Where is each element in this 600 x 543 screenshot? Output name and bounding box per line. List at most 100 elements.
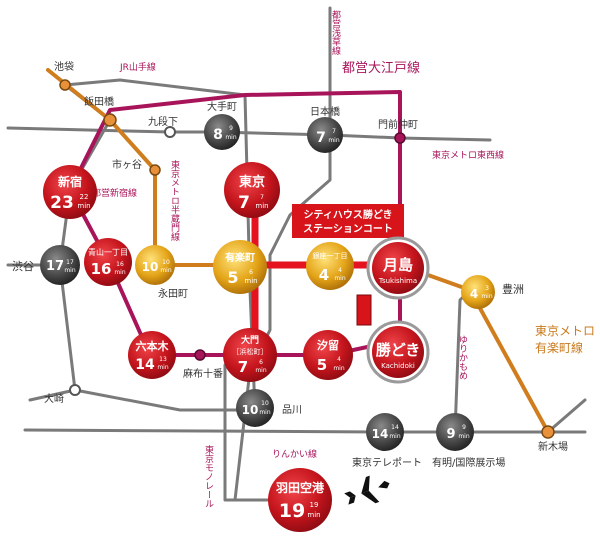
kachidoki-en: Kachidoki [381,362,415,370]
otemachi-unit: min [225,134,237,141]
callout-line2: ステーションコート [303,223,393,235]
daimon-sub: ［浜松町］ [233,347,268,356]
station-shiodome: 汐留 5 4 min [303,330,353,380]
shinjuku-line-label: 都営新宿線 [92,187,137,199]
rinkai-line [23,428,587,434]
shinjuku-min: 23 [50,193,74,213]
station-daimon: 大門 ［浜松町］ 7 6 min [223,328,277,382]
nihonbashi-label: 日本橋 [310,105,340,118]
otemachi-min: 8 [213,127,223,143]
yurakucho-unit: min [244,277,257,285]
shibuya-min: 17 [46,259,64,274]
station-ariake: 9 9 min [436,413,474,451]
yurakucho-name: 有楽町 [225,251,255,264]
kudanshita-label: 九段下 [148,115,178,128]
tozai-line [6,126,492,142]
yurikamome-label: ゆりかもめ [457,335,468,380]
kudanshita-dot [164,126,176,138]
shinagawa-label: 品川 [282,404,302,416]
tokyo-unit: min [255,202,268,210]
daimon-rank: 6 [259,359,263,366]
station-haneda: 羽田空港 19 19 min [268,468,332,532]
ginza1-rank: 4 [338,267,342,274]
otemachi-rank: 9 [229,125,233,132]
osaki-label: 大崎 [44,392,64,405]
tsukishima-name: 月島 [382,256,413,274]
station-yurakucho: 有楽町 5 6 min [213,240,267,294]
monzen-dot [394,132,406,144]
callout-box: シティハウス勝どき ステーションコート [292,204,404,326]
roppongi-rank: 13 [159,356,167,363]
nagatacho-unit: min [160,267,172,274]
station-shinagawa: 10 10 min [236,389,274,427]
monorail-label: 東京モノレール [203,444,214,508]
station-aoyama: 青山一丁目 16 16 min [84,238,132,286]
teleport-min: 14 [372,427,389,441]
station-kachidoki: 勝どき Kachidoki [366,320,430,384]
ginza1-name: 銀座一丁目 [313,251,348,260]
yurakucho-rank: 6 [249,269,253,276]
shiodome-rank: 4 [337,356,341,363]
aoyama-name: 青山一丁目 [88,247,128,257]
toyosu-min: 4 [470,287,478,301]
shinkiba-dot [541,425,555,439]
shinjuku-name: 新宿 [58,174,82,189]
teleport-unit: min [389,433,401,440]
shibuya-unit: min [64,267,76,274]
ariake-rank: 9 [462,424,466,431]
yurakucho-label-2: 有楽町線 [535,340,583,355]
shinagawa-spur [28,388,77,402]
nagatacho-label: 永田町 [158,287,188,300]
ikebukuro-dot [59,79,71,91]
teleport-rank: 14 [391,424,399,431]
shibuya-rank: 17 [66,259,74,266]
station-toyosu: 4 3 min [461,275,495,309]
asakusa-label: 都営浅草線 [330,10,341,55]
shinkiba-spur [546,398,587,434]
airplane-icon [344,475,390,505]
haneda-rank: 19 [310,501,319,509]
shinagawa-rank: 10 [261,400,269,407]
tozai-label: 東京メトロ東西線 [432,149,504,161]
station-shibuya: 17 17 min [40,245,80,285]
shinkiba-label: 新木場 [538,440,568,453]
ariake-label: 有明/国際展示場 [432,456,505,469]
azabu-dot [194,349,206,361]
haneda-name: 羽田空港 [276,480,325,495]
shinagawa-min: 10 [242,403,259,417]
station-teleport: 14 14 min [366,413,404,451]
roppongi-unit: min [157,364,169,371]
shinjuku-unit: min [77,202,90,210]
tokyo-min: 7 [238,193,250,213]
nagatacho-rank: 10 [162,259,170,266]
small-stations: 池袋 飯田橋 九段下 市ヶ谷 門前仲町 麻布十番 大崎 新木場 [44,60,568,453]
haneda-min: 19 [279,500,305,522]
toyosu-rank: 3 [485,285,489,292]
oedo-label: 都営大江戸線 [342,60,420,76]
osaki-dot [69,384,81,396]
ginza1-min: 4 [319,266,329,284]
iidabashi-label: 飯田橋 [84,95,114,108]
aoyama-min: 16 [91,260,112,278]
nagatacho-min: 10 [142,260,159,274]
shiodome-min: 5 [317,356,327,374]
shiodome-unit: min [333,365,345,372]
kachidoki-name: 勝どき [376,341,421,359]
ariake-unit: min [458,433,470,440]
otemachi-label: 大手町 [207,100,237,113]
roppongi-min: 14 [135,357,155,373]
yurakucho-label-1: 東京メトロ [535,324,595,338]
nihonbashi-min: 7 [316,130,326,146]
ginza1-unit: min [334,275,346,282]
shinjuku-rank: 22 [80,193,89,201]
property-marker [356,294,372,326]
aoyama-rank: 16 [116,261,124,268]
daimon-min: 7 [238,358,248,376]
shinagawa-unit: min [259,409,271,416]
shibuya-label: 渋谷 [12,260,34,273]
azabu-label: 麻布十番 [183,367,223,380]
station-nihonbashi: 7 7 min [307,117,343,153]
ichigaya-label: 市ヶ谷 [112,158,142,171]
nihonbashi-unit: min [328,137,340,144]
